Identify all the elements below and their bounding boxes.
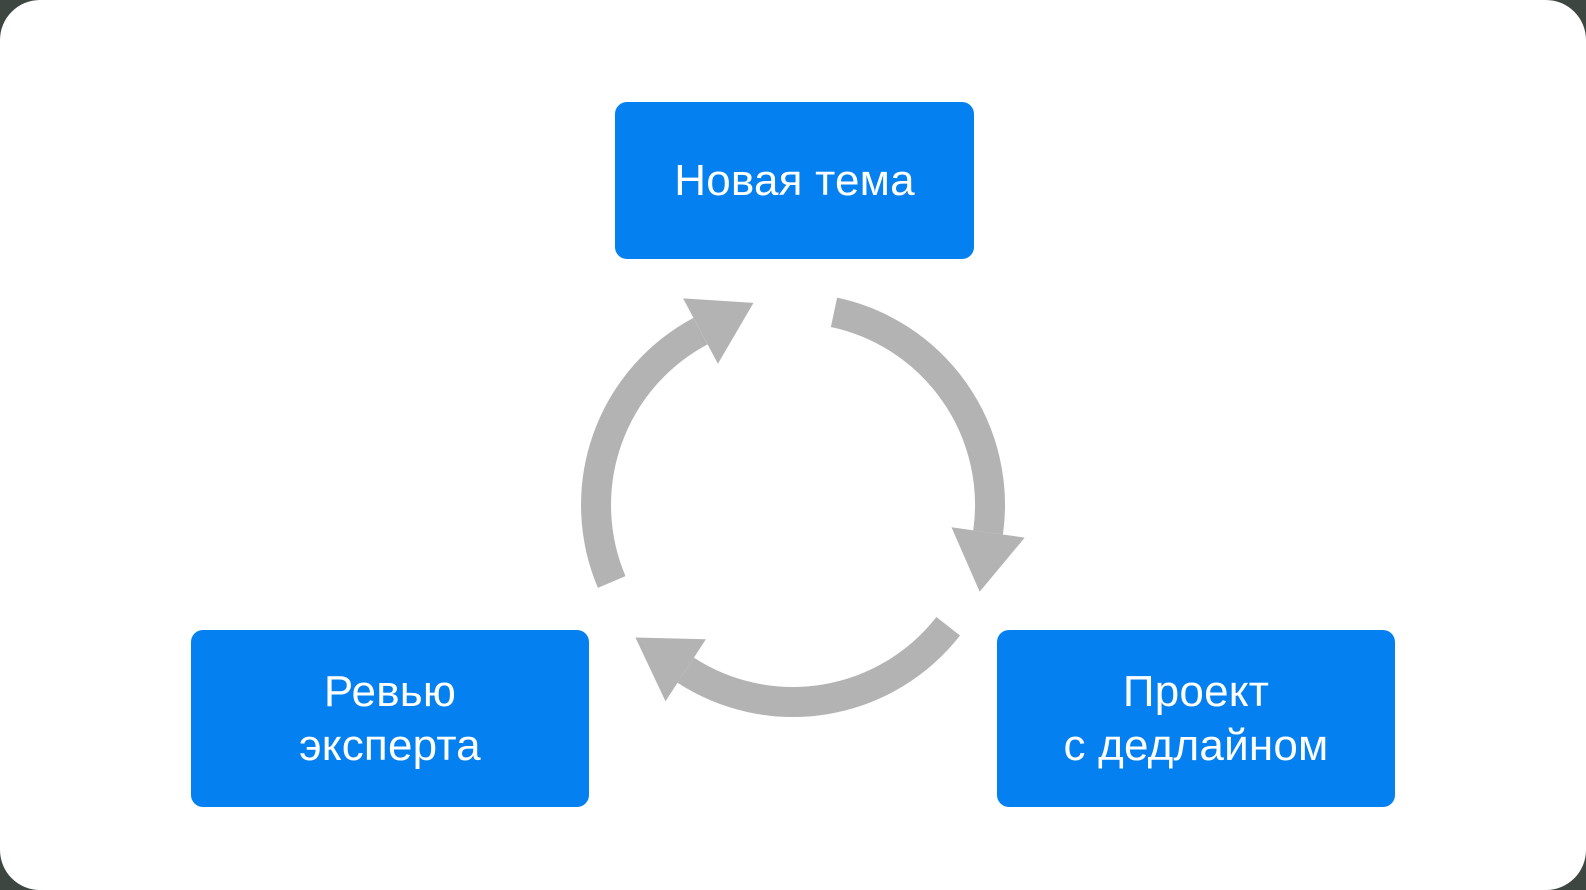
cycle-arrows-icon	[581, 297, 1025, 717]
cycle-arrow-bottom-left	[635, 616, 961, 717]
node-new-topic-label: Новая тема	[674, 155, 915, 205]
node-expert-review: Ревью эксперта	[191, 630, 589, 807]
node-project-with-deadline: Проект с дедлайном	[997, 630, 1395, 807]
node-project-with-deadline-label-line2: с дедлайном	[1063, 720, 1329, 770]
node-expert-review-label-line2: эксперта	[299, 720, 481, 770]
node-expert-review-label-line1: Ревью	[323, 666, 457, 716]
node-new-topic: Новая тема	[615, 102, 974, 259]
cycle-arrow-right-down	[830, 297, 1025, 592]
node-project-with-deadline-label-line1: Проект	[1122, 666, 1270, 716]
cycle-arrow-left-up	[581, 298, 754, 588]
